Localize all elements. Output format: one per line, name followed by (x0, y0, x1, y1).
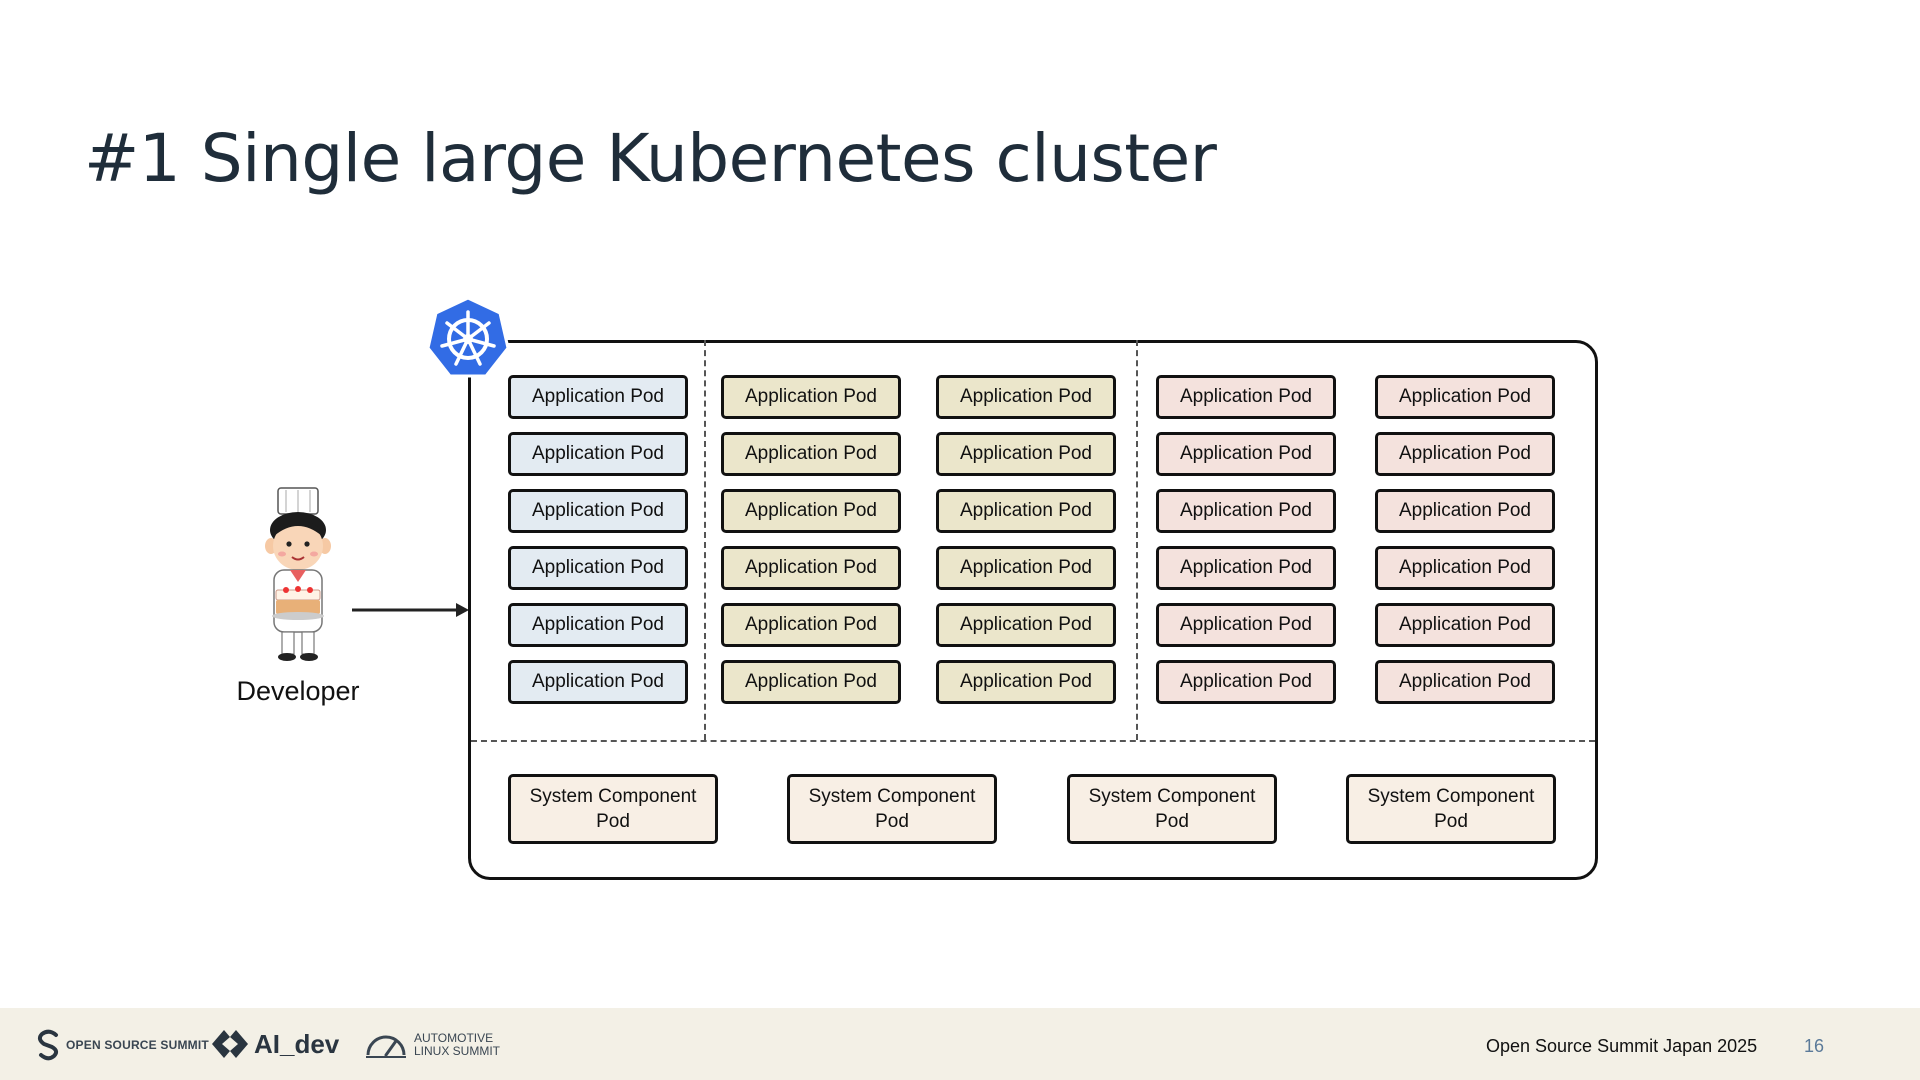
application-pod: Application Pod (936, 603, 1116, 647)
system-pod-label-line2: Pod (875, 811, 909, 832)
automotive-logo-line1: AUTOMOTIVE (414, 1031, 494, 1045)
application-pod: Application Pod (721, 432, 901, 476)
footer-bar (0, 1008, 1920, 1080)
kubernetes-logo-icon (426, 296, 510, 378)
application-pod: Application Pod (721, 375, 901, 419)
application-pod: Application Pod (721, 489, 901, 533)
application-pod: Application Pod (936, 432, 1116, 476)
application-pod: Application Pod (1156, 375, 1336, 419)
slide-title: #1 Single large Kubernetes cluster (84, 120, 1217, 197)
kubernetes-cluster (468, 340, 1598, 880)
application-pod: Application Pod (721, 546, 901, 590)
application-pod: Application Pod (508, 603, 688, 647)
application-pod: Application Pod (1375, 603, 1555, 647)
open-source-summit-icon (37, 1029, 59, 1061)
application-pod: Application Pod (508, 432, 688, 476)
application-pod: Application Pod (1156, 660, 1336, 704)
system-pod-label-line2: Pod (1155, 811, 1189, 832)
application-pod: Application Pod (936, 546, 1116, 590)
system-pod-label-line2: Pod (596, 811, 630, 832)
page-number: 16 (1804, 1036, 1825, 1056)
automotive-logo-line2: LINUX SUMMIT (414, 1044, 501, 1058)
namespace-divider (704, 340, 706, 740)
application-pod: Application Pod (508, 489, 688, 533)
application-pod: Application Pod (1375, 546, 1555, 590)
application-pod: Application Pod (1156, 546, 1336, 590)
application-pod: Application Pod (508, 375, 688, 419)
open-source-summit-logo-text: OPEN SOURCE SUMMIT (66, 1038, 209, 1052)
application-pod: Application Pod (1375, 489, 1555, 533)
arrow-right-icon (352, 603, 469, 617)
ai-dev-logo-text: AI_dev (254, 1028, 340, 1059)
application-pod: Application Pod (936, 375, 1116, 419)
application-pod: Application Pod (721, 660, 901, 704)
system-pod-label-line1: System Component (1367, 786, 1535, 807)
system-pod-label-line1: System Component (808, 786, 976, 807)
application-pod: Application Pod (1156, 432, 1336, 476)
developer-chef-icon (265, 487, 331, 661)
application-pod: Application Pod (1375, 660, 1555, 704)
application-pod: Application Pod (1156, 489, 1336, 533)
application-pod: Application Pod (1156, 603, 1336, 647)
system-pod-label-line1: System Component (1088, 786, 1256, 807)
application-pod: Application Pod (721, 603, 901, 647)
automotive-linux-summit-logo: AUTOMOTIVE LINUX SUMMIT (364, 1028, 500, 1062)
application-pod: Application Pod (508, 546, 688, 590)
application-pod: Application Pod (1375, 432, 1555, 476)
application-pod: Application Pod (936, 489, 1116, 533)
ai-dev-icon (212, 1030, 248, 1058)
automotive-gauge-icon (366, 1035, 406, 1058)
event-name: Open Source Summit Japan 2025 (1486, 1036, 1758, 1056)
system-divider (471, 740, 1595, 742)
open-source-summit-logo: OPEN SOURCE SUMMIT (36, 1028, 209, 1062)
namespace-divider (1136, 340, 1138, 740)
application-pod: Application Pod (508, 660, 688, 704)
developer-label: Developer (236, 676, 360, 706)
application-pod: Application Pod (1375, 375, 1555, 419)
ai-dev-logo: AI_dev (210, 1026, 339, 1062)
application-pod: Application Pod (936, 660, 1116, 704)
system-pod-label-line1: System Component (529, 786, 697, 807)
system-pod-label-line2: Pod (1434, 811, 1468, 832)
